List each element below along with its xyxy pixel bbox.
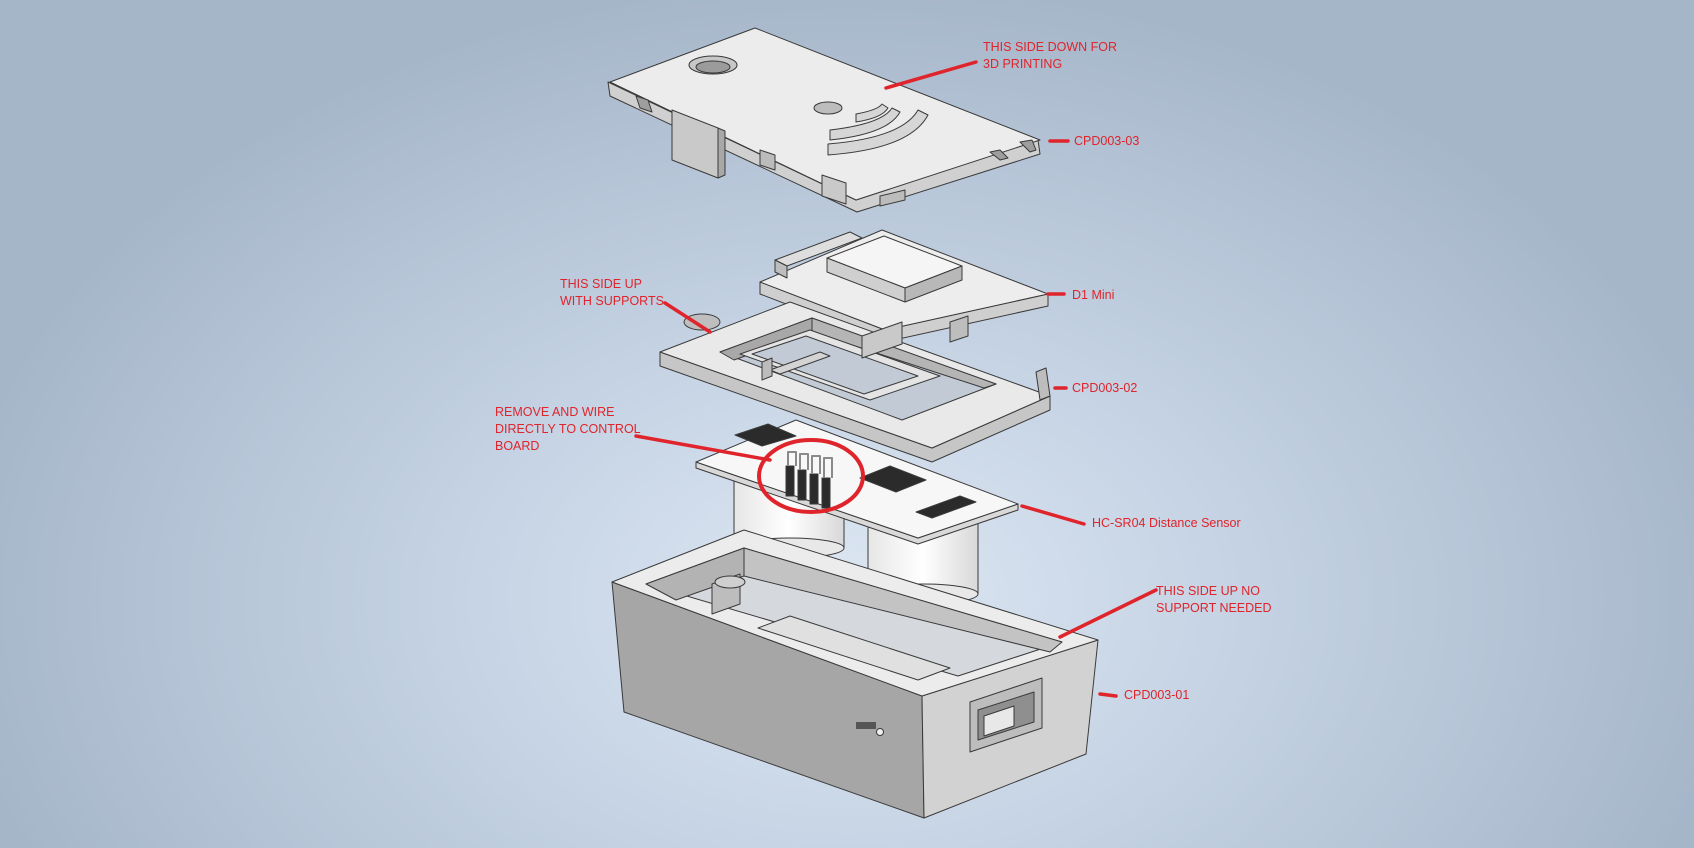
note-frame-line-2: WITH SUPPORTS	[560, 294, 664, 308]
note-sensor: REMOVE AND WIRE DIRECTLY TO CONTROL BOAR…	[495, 404, 641, 455]
note-box: THIS SIDE UP NO SUPPORT NEEDED	[1156, 583, 1272, 617]
label-cpd003-01: CPD003-01	[1124, 688, 1190, 702]
header-pins	[785, 465, 831, 509]
note-sensor-line-2: DIRECTLY TO CONTROL	[495, 422, 641, 436]
label-cpd003-03: CPD003-03	[1074, 134, 1140, 148]
note-frame-line-1: THIS SIDE UP	[560, 277, 642, 291]
note-box-line-2: SUPPORT NEEDED	[1156, 601, 1272, 615]
label-d1-mini: D1 Mini	[1072, 288, 1115, 302]
note-lid-line-2: 3D PRINTING	[983, 57, 1063, 71]
annotation-leaders	[634, 60, 1158, 698]
note-sensor-line-1: REMOVE AND WIRE	[495, 405, 615, 419]
label-cpd003-02: CPD003-02	[1072, 381, 1138, 395]
note-box-line-1: THIS SIDE UP NO	[1156, 584, 1260, 598]
lid-cpd003-03	[607, 27, 1041, 213]
highlight-ring	[757, 438, 865, 514]
label-hc-sr04: HC-SR04 Distance Sensor	[1092, 516, 1241, 530]
note-lid-line-1: THIS SIDE DOWN FOR	[983, 40, 1118, 54]
box-cpd003-01	[611, 529, 1099, 819]
note-sensor-line-3: BOARD	[495, 439, 540, 453]
note-frame: THIS SIDE UP WITH SUPPORTS	[560, 276, 664, 310]
frame-cpd003-02	[659, 301, 1051, 463]
note-lid: THIS SIDE DOWN FOR 3D PRINTING	[983, 39, 1117, 73]
